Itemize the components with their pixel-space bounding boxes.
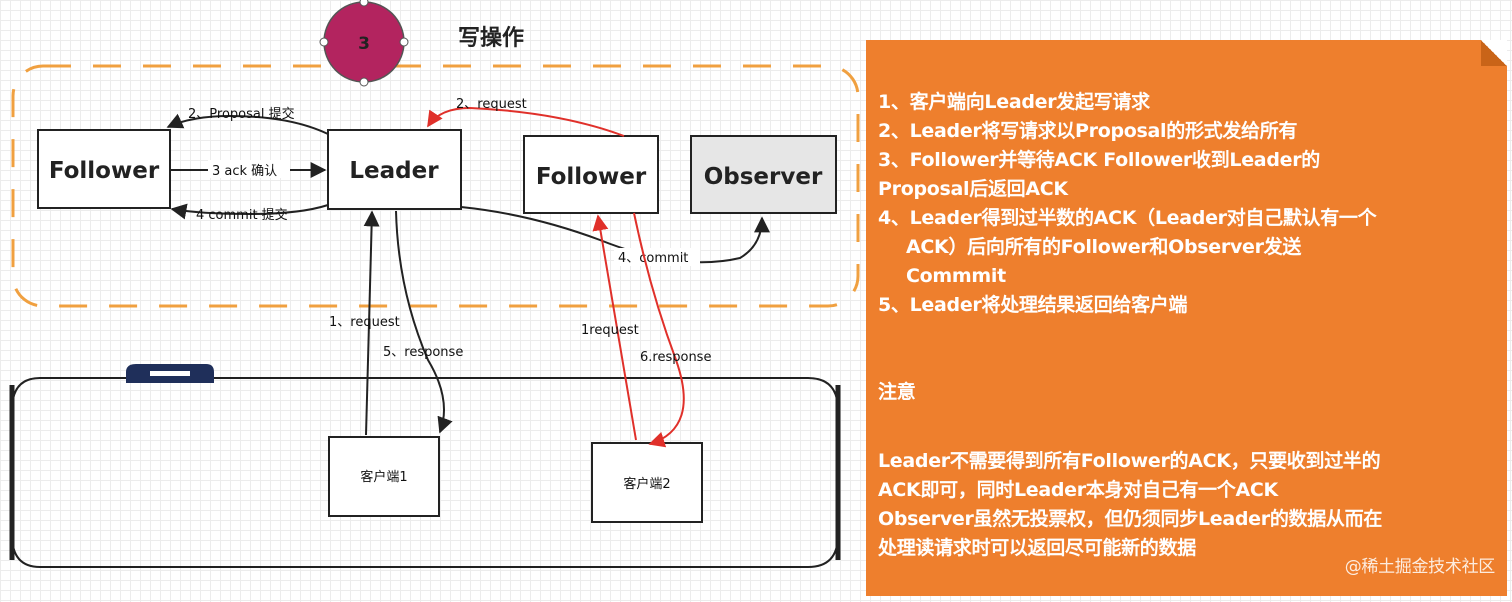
client2-response-edge (633, 212, 685, 448)
client1-box (328, 436, 440, 517)
notes-panel: 1、客户端向Leader发起写请求 2、Leader将写请求以Proposal的… (866, 40, 1507, 596)
note-step-line: ACK）后向所有的Follower和Observer发送 (906, 236, 1302, 258)
observer-label: Observer (704, 164, 823, 190)
follower-left-box (37, 129, 171, 209)
commit-observer-edge (460, 206, 770, 264)
client1-label: 客户端1 (360, 469, 407, 485)
proposal-edge (166, 113, 329, 135)
note-step-line: 1、客户端向Leader发起写请求 (878, 91, 1150, 113)
client1-response-edge (395, 210, 453, 434)
client2-label: 客户端2 (623, 476, 670, 492)
follower-right-label: Follower (536, 164, 647, 190)
notes-steps-list: 1、客户端向Leader发起写请求 2、Leader将写请求以Proposal的… (878, 88, 1493, 320)
request-red-edge-label: 2、request (456, 97, 527, 112)
follower-right-box (523, 135, 659, 214)
diagram-title: 写操作 (458, 26, 525, 51)
client1-request-edge (363, 210, 380, 436)
client2-request-edge (592, 214, 637, 441)
commit-observer-edge-label: 4、commit (618, 251, 688, 266)
notes-body: Leader不需要得到所有Follower的ACK，只要收到过半的 ACK即可，… (878, 447, 1493, 563)
observer-box (690, 135, 837, 214)
leader-box (327, 129, 462, 210)
client2-request-edge-label: 1request (581, 323, 639, 338)
commit-left-edge-label: 4 commit 提交 (196, 207, 288, 223)
step-badge-number: 3 (358, 34, 370, 54)
notes-heading: 注意 (878, 381, 916, 403)
client-area-handle-slot (150, 371, 190, 376)
note-step-line: Proposal后返回ACK (878, 178, 1068, 200)
note-body-line: Leader不需要得到所有Follower的ACK，只要收到过半的 (878, 450, 1381, 472)
note-step-line: 3、Follower并等待ACK Follower收到Leader的 (878, 149, 1320, 171)
client2-box (591, 442, 703, 523)
client2-response-edge-label: 6.response (640, 350, 711, 365)
note-step-line: 5、Leader将处理结果返回给客户端 (878, 294, 1188, 316)
ack-edge-label: 3 ack 确认 (212, 164, 277, 179)
note-step-line: 2、Leader将写请求以Proposal的形式发给所有 (878, 120, 1298, 142)
note-body-line: ACK即可，同时Leader本身对自己有一个ACK (878, 479, 1278, 501)
leader-label: Leader (349, 158, 439, 184)
step-badge: 3 (319, 0, 409, 87)
request-red-edge (427, 106, 625, 137)
client1-response-edge-label: 5、response (383, 345, 463, 360)
commit-left-edge (170, 203, 329, 220)
note-fold-corner (1481, 40, 1507, 66)
cluster-boundary (11, 64, 860, 308)
note-step-line: Commmit (906, 265, 1006, 287)
client1-request-edge-label: 1、request (329, 315, 400, 330)
watermark: @稀土掘金技术社区 (1344, 557, 1496, 577)
ack-label-bg (208, 160, 290, 178)
proposal-edge-label: 2、Proposal 提交 (188, 106, 295, 122)
note-step-line: 4、Leader得到过半数的ACK（Leader对自己默认有一个 (878, 207, 1377, 229)
follower-left-label: Follower (49, 158, 160, 184)
commit-observer-label-bg (614, 248, 700, 266)
note-body-line: Observer虽然无投票权，但仍须同步Leader的数据从而在 (878, 508, 1383, 530)
note-body-line: 处理读请求时可以返回尽可能新的数据 (878, 537, 1196, 559)
